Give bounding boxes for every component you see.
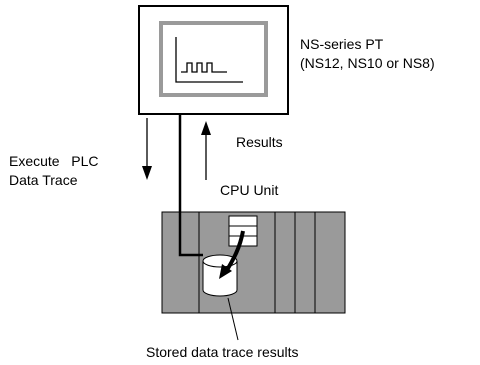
results-arrow [201,121,211,180]
execute-label-line1: Execute PLC [9,153,99,169]
stored-results-label: Stored data trace results [146,344,299,360]
cpu-unit-label: CPU Unit [220,182,279,198]
pt-screen [159,21,268,97]
stored-callout-line [227,297,239,341]
pt-label-line1: NS-series PT [300,36,384,52]
trace-graph-axes [175,37,243,83]
execute-arrow [142,118,152,180]
pt-label-line2: (NS12, NS10 or NS8) [300,55,435,71]
ns-series-pt [138,5,289,115]
connection-cable [178,114,203,257]
results-label: Results [236,134,283,150]
transfer-arrow [219,230,245,279]
execute-label-line2: Data Trace [9,172,78,188]
trace-waveform [181,62,227,73]
